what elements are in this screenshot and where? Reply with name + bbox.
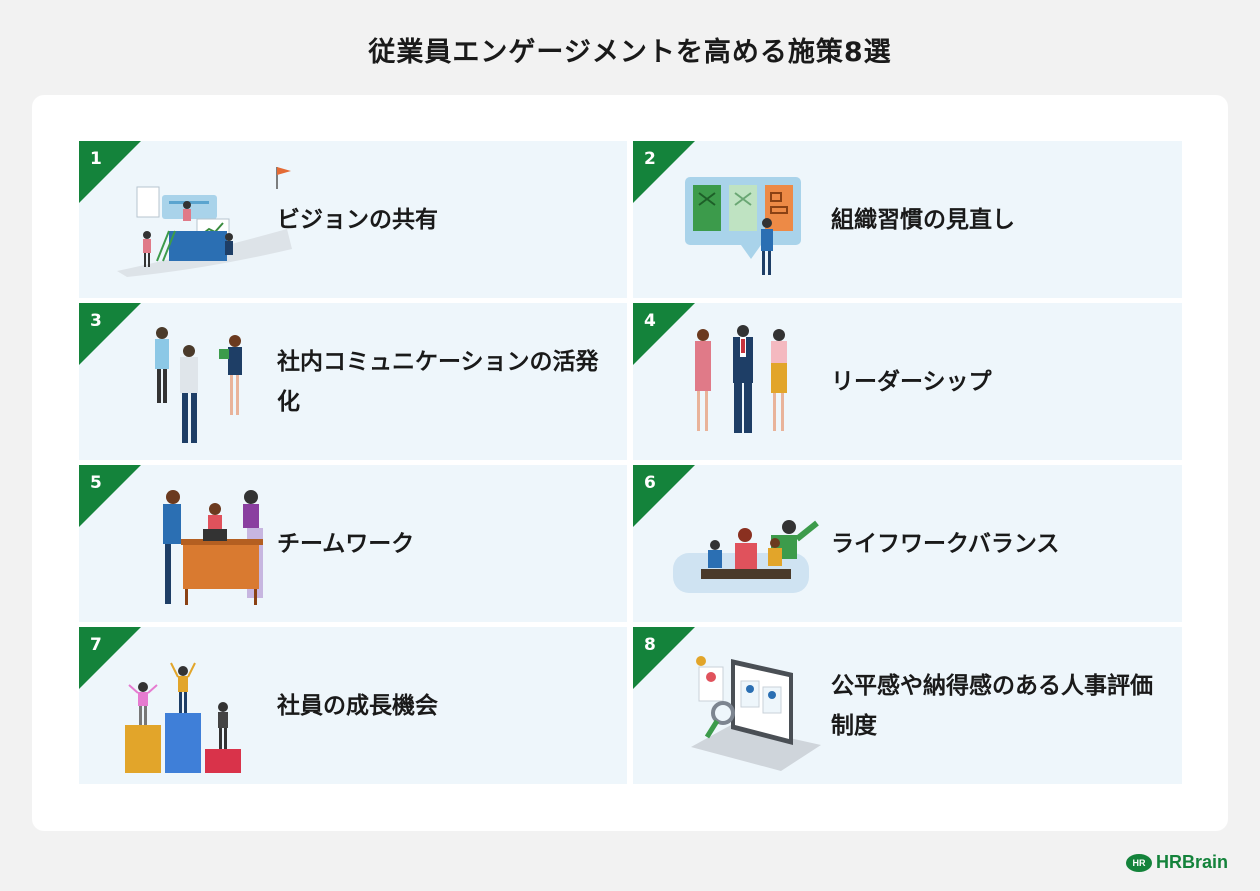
measures-grid: 1 ビジョンの共有 2: [79, 141, 1182, 785]
item-number: 7: [90, 635, 102, 655]
number-corner: [79, 465, 141, 527]
family-illustration-icon: [673, 520, 819, 593]
measure-label: ライフワークバランス: [831, 530, 1060, 557]
item-number: 4: [644, 311, 656, 331]
number-corner: [633, 465, 695, 527]
measure-item-2: 2 組織習慣の見直し: [633, 141, 1182, 298]
measure-label: 社内コミュニケーションの活発化: [277, 348, 599, 415]
measure-label: 社員の成長機会: [277, 692, 438, 719]
number-corner: [633, 141, 695, 203]
item-number: 6: [644, 473, 656, 493]
vision-illustration-icon: [117, 167, 292, 277]
content-card: 1 ビジョンの共有 2: [32, 95, 1228, 831]
number-corner: [633, 303, 695, 365]
evaluation-laptop-illustration-icon: [691, 656, 821, 771]
measure-item-7: 7 社員の成長機会: [79, 627, 627, 784]
brand-logo: HR HRBrain: [1125, 852, 1228, 873]
measure-label: ビジョンの共有: [277, 206, 438, 233]
measure-item-3: 3 社内コミュニケーションの活発化: [79, 303, 627, 460]
item-number: 5: [90, 473, 102, 493]
leaders-illustration-icon: [695, 325, 787, 433]
page-title: 従業員エンゲージメントを高める施策8選: [368, 37, 892, 68]
brand-name: HRBrain: [1155, 852, 1228, 872]
kanban-board-illustration-icon: [685, 177, 801, 275]
number-corner: [79, 141, 141, 203]
item-number: 2: [644, 149, 656, 169]
item-number: 3: [90, 311, 102, 331]
measure-item-8: 8 公平感や納得感のある人事評価制度: [633, 627, 1182, 784]
number-corner: [79, 627, 141, 689]
item-number: 1: [90, 149, 102, 169]
conversation-illustration-icon: [155, 327, 242, 443]
measure-label: リーダーシップ: [831, 368, 992, 395]
measure-item-4: 4 リーダーシップ: [633, 303, 1182, 460]
measure-label: 公平感や納得感のある人事評価制度: [831, 672, 1153, 739]
measure-item-1: 1 ビジョンの共有: [79, 141, 627, 298]
number-corner: [633, 627, 695, 689]
measure-item-6: 6 ライフワークバランス: [633, 465, 1182, 622]
item-number: 8: [644, 635, 656, 655]
team-desk-illustration-icon: [163, 490, 263, 605]
number-corner: [79, 303, 141, 365]
measure-item-5: 5 チームワーク: [79, 465, 627, 622]
measure-label: チームワーク: [277, 530, 415, 557]
podium-illustration-icon: [125, 662, 241, 773]
measure-label: 組織習慣の見直し: [831, 206, 1015, 233]
brand-mark-icon: HR: [1125, 853, 1152, 872]
